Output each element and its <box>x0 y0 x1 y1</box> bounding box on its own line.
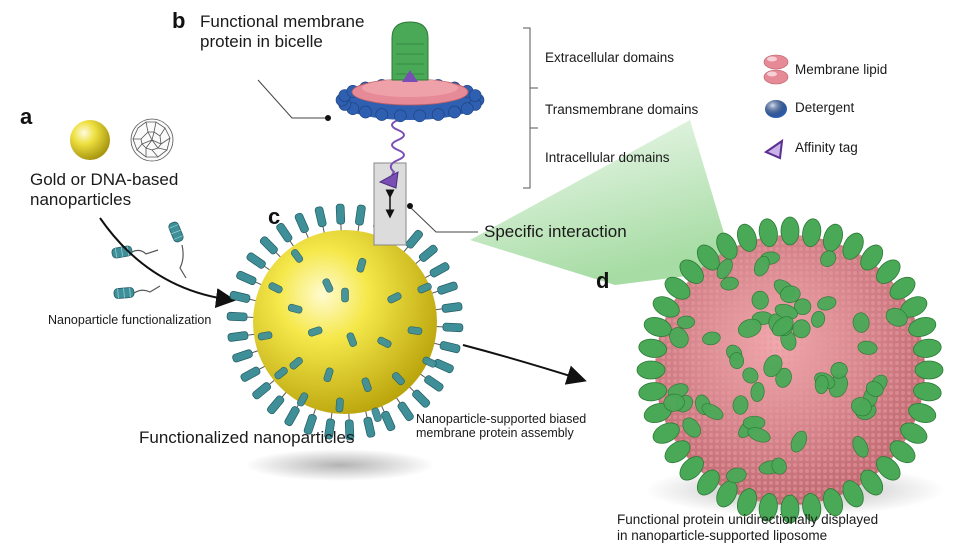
biased-assembly-label: Nanoparticle-supported biased membrane p… <box>416 412 587 441</box>
intracellular-label: Intracellular domains <box>545 150 670 165</box>
extracellular-label: Extracellular domains <box>545 50 675 65</box>
tether-linker <box>389 119 405 176</box>
specific-interaction-label: Specific interaction <box>484 222 627 241</box>
bicelle-callout <box>257 79 326 119</box>
interaction-callout <box>409 206 478 233</box>
affinity-tag-icon <box>763 138 784 160</box>
dna-cage-nanoparticle-icon <box>130 118 174 162</box>
legend-lipid-label: Membrane lipid <box>795 62 888 77</box>
functionalization-arrow <box>99 217 236 308</box>
zoom-beam <box>470 120 735 285</box>
assembly-arrow <box>462 344 587 385</box>
affinity-tag <box>378 171 399 189</box>
transmembrane-label: Transmembrane domains <box>545 102 699 117</box>
panel-label-c: c <box>268 204 281 229</box>
membrane-protein <box>391 21 429 82</box>
legend-detergent-label: Detergent <box>795 100 855 115</box>
panel-label-b: b <box>172 8 186 33</box>
functionalized-label: Functionalized nanoparticles <box>139 428 355 447</box>
detergent-icon <box>765 100 787 118</box>
domain-bracket <box>523 27 538 189</box>
gold-dna-label: Gold or DNA-based nanoparticles <box>30 170 179 209</box>
ligand-front <box>257 249 437 422</box>
lipid-icon <box>763 54 789 85</box>
gold-nanoparticle-icon <box>70 120 110 160</box>
panel-label-d: d <box>596 268 610 293</box>
functionalization-label: Nanoparticle functionalization <box>48 313 212 327</box>
bicelle <box>335 77 485 123</box>
unidirectional-label: Functional protein unidirectionally disp… <box>617 512 879 543</box>
panel-label-a: a <box>20 104 33 129</box>
bicelle-protein-label: Functional membrane protein in bicelle <box>200 12 365 51</box>
legend-affinity-tag-label: Affinity tag <box>795 140 858 155</box>
nanoparticle-shadow <box>245 449 435 481</box>
functionalized-nanoparticle <box>253 230 437 414</box>
ligand-molecules-icon <box>111 221 187 299</box>
protein-shell <box>636 216 944 524</box>
